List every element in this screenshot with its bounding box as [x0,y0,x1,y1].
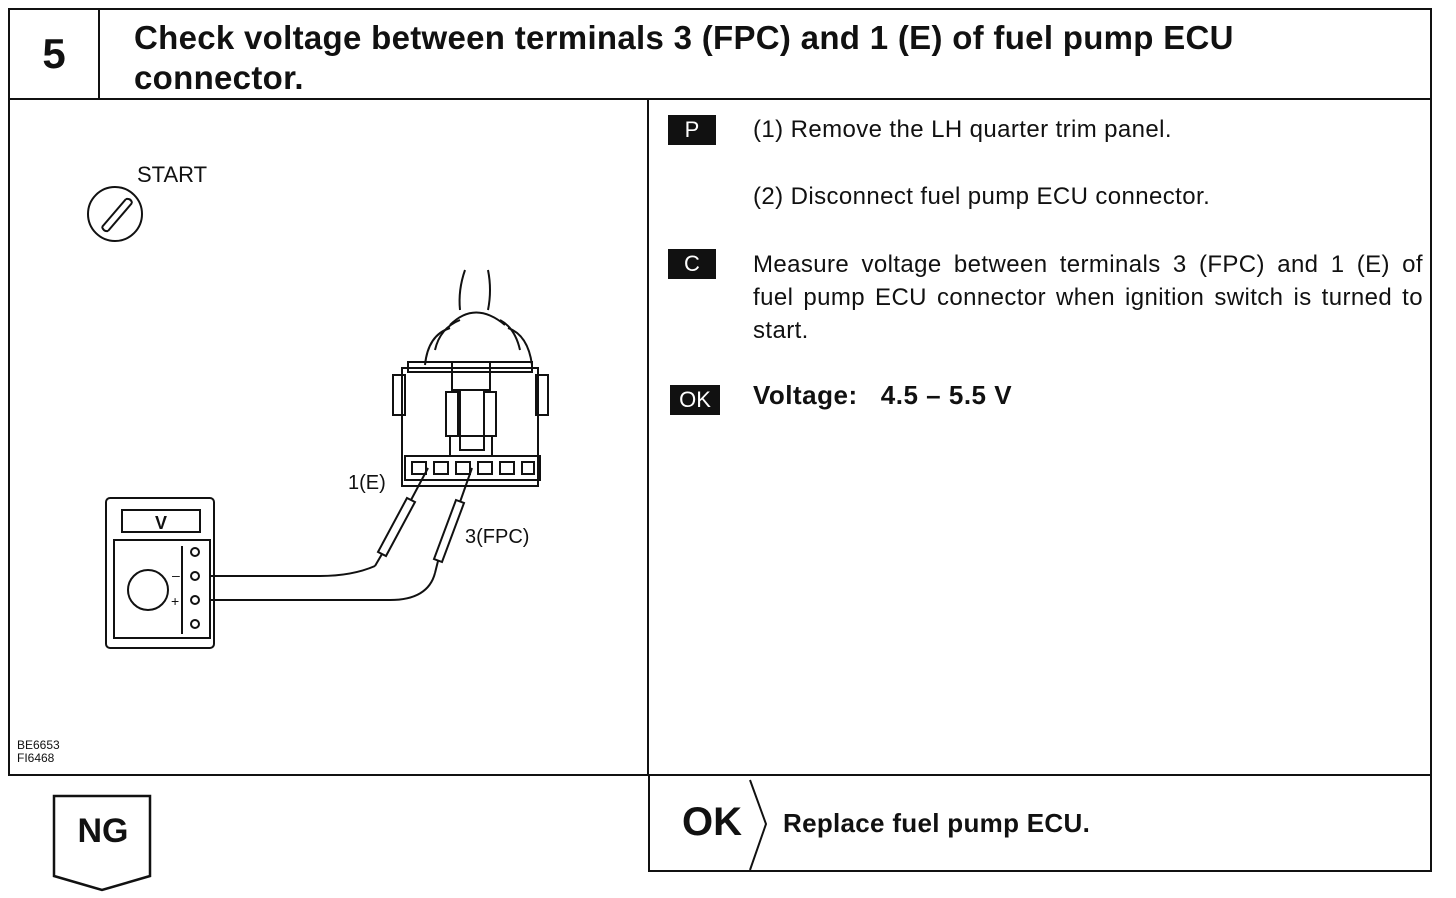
probe-negative [210,467,429,577]
ok-result-label: OK [682,800,742,844]
meter-label: V [155,513,167,533]
ng-arrow-icon [52,794,152,892]
step-body [8,98,1432,776]
ng-result-label: NG [77,812,129,850]
figure-code-2: FI6468 [17,751,55,765]
title-line-2: connector. [134,59,304,96]
measure-instruction: Measure voltage between terminals 3 (FPC… [753,251,1423,344]
prep-badge: P [668,115,716,145]
wiring-diagram: START 1(E) 3(FPC) [87,162,549,649]
step-number: 5 [10,10,100,98]
ok-arrow-icon [749,779,768,871]
probe-positive [210,467,473,601]
minus-sign: – [172,567,180,583]
plus-sign: + [171,593,179,609]
switch-label: START [137,162,207,187]
voltmeter-icon [105,497,215,649]
voltage-spec: Voltage: 4.5 – 5.5 V [753,380,1013,410]
figure-code-1: BE6653 [17,738,60,752]
step-title: Check voltage between terminals 3 (FPC) … [134,18,1374,98]
prep-step-2: (2) Disconnect fuel pump ECU connector. [753,183,1211,210]
fuel-pump-ecu-connector [392,269,549,487]
ok-badge: OK [670,385,720,415]
ok-result-action: Replace fuel pump ECU. [783,808,1091,838]
ok-result-box [648,776,1432,872]
check-badge: C [668,249,716,279]
title-line-1: Check voltage between terminals 3 (FPC) … [134,19,1234,56]
step-header: 5 Check voltage between terminals 3 (FPC… [8,8,1432,100]
prep-step-1: (1) Remove the LH quarter trim panel. [753,116,1172,143]
panel-divider [647,98,649,776]
terminal-3-label: 3(FPC) [465,526,529,548]
ignition-switch-icon [87,186,143,242]
terminal-1-label: 1(E) [348,472,386,494]
